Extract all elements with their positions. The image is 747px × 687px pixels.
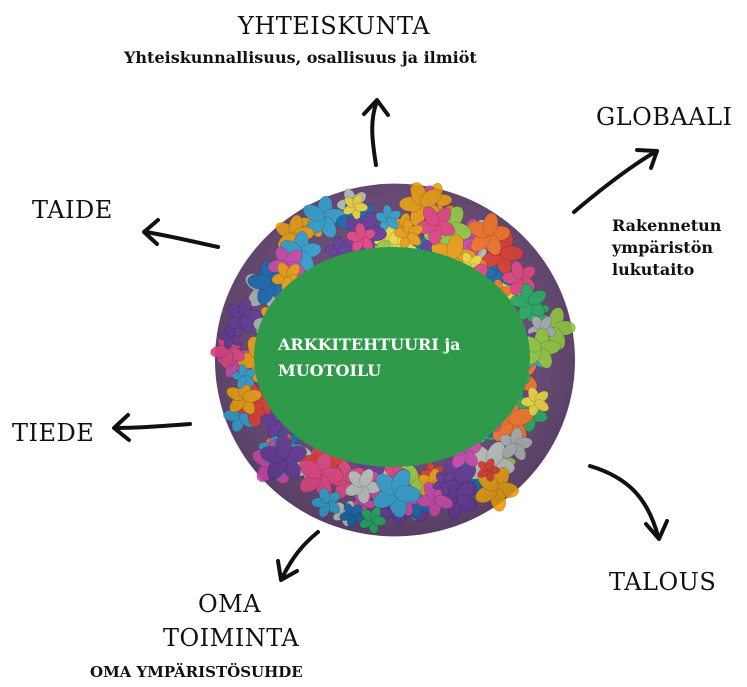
label-rakennetun: Rakennetun ympäristön lukutaito (612, 215, 721, 281)
label-tiede: TIEDE (12, 419, 95, 447)
label-rakennetun-line3: lukutaito (612, 260, 695, 279)
center-ellipse (254, 247, 530, 467)
label-globaali: GLOBAALI (596, 103, 733, 131)
label-talous: TALOUS (609, 568, 717, 596)
arrowhead-globaali (635, 148, 659, 170)
arrow-globaali (572, 150, 657, 214)
arrow-yhteiskunta (370, 102, 378, 167)
label-rakennetun-line2: ympäristön (612, 238, 713, 257)
arrow-oma (280, 530, 320, 580)
center-label-line2: MUOTOILU (278, 361, 382, 380)
arrowhead-oma (276, 559, 299, 582)
arrowhead-talous (644, 519, 669, 541)
center-label-line1: ARKKITEHTUURI ja (278, 335, 461, 354)
label-yhteiskunta: YHTEISKUNTA (238, 12, 431, 40)
arrowhead-yhteiskunta (362, 98, 390, 117)
label-yhteiskunta-sub: Yhteiskunnallisuus, osallisuus ja ilmiöt (124, 48, 477, 67)
center-label: ARKKITEHTUURI ja MUOTOILU (278, 332, 518, 384)
label-oma: OMA (198, 590, 262, 618)
label-oma-sub: OMA YMPÄRISTÖSUHDE (90, 663, 303, 681)
label-taide: TAIDE (32, 196, 113, 224)
arrow-tiede (114, 422, 192, 430)
label-rakennetun-line1: Rakennetun (612, 216, 722, 235)
arrow-talous (588, 464, 660, 538)
arrowhead-tiede (112, 413, 131, 442)
label-toiminta: TOIMINTA (163, 624, 300, 652)
arrow-taide (144, 230, 220, 249)
arrowhead-taide (142, 218, 160, 246)
